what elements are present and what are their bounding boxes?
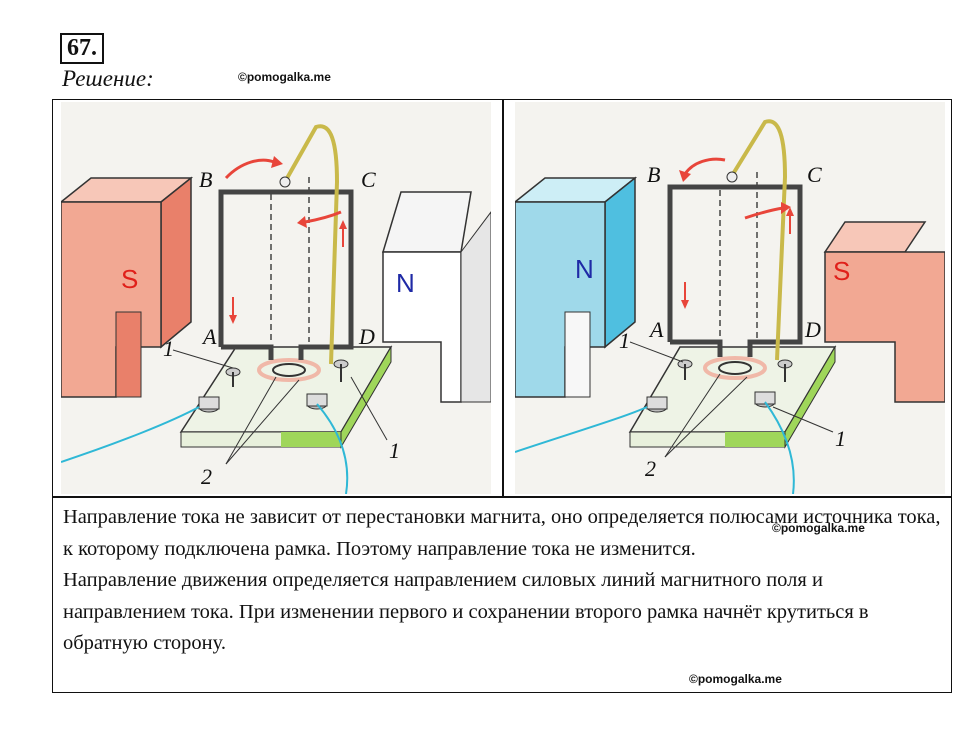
watermark-top: ©pomogalka.me bbox=[238, 70, 331, 84]
answer-text: Направление тока не зависит от перестано… bbox=[63, 502, 943, 660]
corner-label-d: D bbox=[358, 324, 375, 349]
corner-label-a: A bbox=[201, 324, 217, 349]
corner-label-d: D bbox=[804, 317, 821, 342]
corner-label-a: A bbox=[648, 317, 664, 342]
solution-table: S N bbox=[52, 99, 952, 693]
column-divider bbox=[502, 100, 504, 496]
pole-label-right: N bbox=[396, 268, 415, 298]
callout-2: 2 bbox=[645, 456, 656, 481]
callout-1b: 1 bbox=[835, 426, 846, 451]
answer-paragraph-2: Направление движения определяется направ… bbox=[63, 569, 869, 654]
pole-label-left: N bbox=[575, 254, 594, 284]
motor-illustration-right: N S bbox=[515, 102, 945, 494]
corner-label-b: B bbox=[647, 162, 660, 187]
corner-label-c: C bbox=[807, 162, 822, 187]
problem-number: 67. bbox=[60, 33, 104, 64]
pole-label-left: S bbox=[121, 264, 138, 294]
watermark-bottom: ©pomogalka.me bbox=[689, 672, 782, 686]
motor-illustration-left: S N bbox=[61, 102, 491, 494]
watermark-middle: ©pomogalka.me bbox=[772, 521, 865, 535]
pole-label-right: S bbox=[833, 256, 850, 286]
callout-1: 1 bbox=[619, 328, 630, 353]
callout-1: 1 bbox=[163, 336, 174, 361]
answer-paragraph-1: Направление тока не зависит от перестано… bbox=[63, 506, 941, 560]
corner-label-c: C bbox=[361, 167, 376, 192]
row-divider bbox=[53, 496, 951, 498]
corner-label-b: B bbox=[199, 167, 212, 192]
figure-right: N S bbox=[515, 102, 945, 494]
callout-2: 2 bbox=[201, 464, 212, 489]
solution-heading: Решение: bbox=[62, 66, 154, 91]
callout-1b: 1 bbox=[389, 438, 400, 463]
figure-left: S N bbox=[61, 102, 491, 494]
